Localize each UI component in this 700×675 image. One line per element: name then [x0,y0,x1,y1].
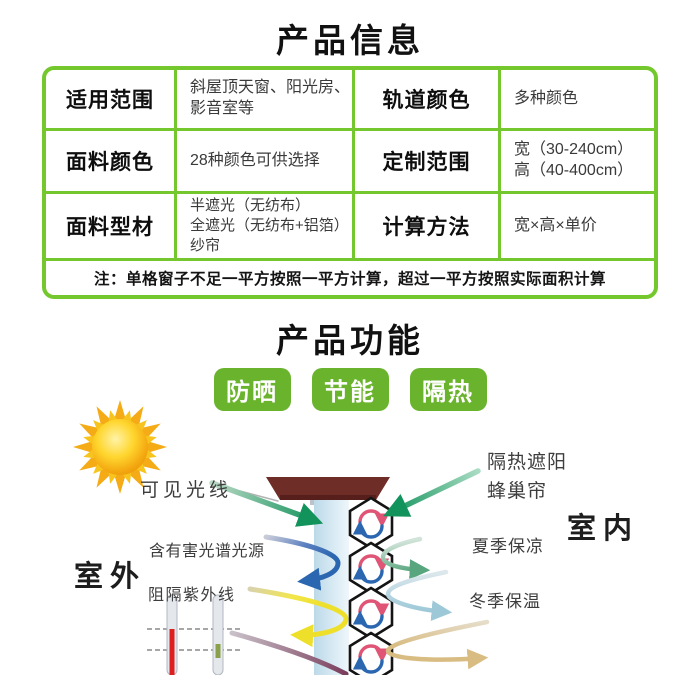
table-label-scope: 适用范围 [46,70,177,131]
table-value-scope: 斜屋顶天窗、阳光房、 影音室等 [177,70,355,131]
summer-cool-arrow-icon [380,536,431,580]
honeycomb-pointer-arrow-icon [383,468,481,517]
table-label-custom-range: 定制范围 [355,131,501,194]
honeycomb-cells-icon [348,496,394,675]
diagram-illustration [73,400,490,675]
product-functions-title: 产品功能 [276,322,424,359]
table-value-calc-method: 宽×高×单价 [501,194,654,261]
badge-energy-saving: 节能 [311,368,389,411]
uv-bounce-arrow-icon [247,586,349,648]
product-info-title: 产品信息 [276,22,424,59]
table-value-fabric-color: 28种颜色可供选择 [177,131,355,194]
sun-icon [73,400,167,494]
table-label-calc-method: 计算方法 [355,194,501,261]
product-info-table: 适用范围 斜屋顶天窗、阳光房、 影音室等 轨道颜色 多种颜色 面料颜色 28种颜… [42,66,658,299]
feature-badge-row: 防晒 节能 隔热 [0,368,700,411]
table-value-track-color: 多种颜色 [501,70,654,131]
table-label-fabric-color: 面料颜色 [46,131,177,194]
table-value-custom-range: 宽（30-240cm） 高（40-400cm） [501,131,654,194]
table-note: 注：单格窗子不足一平方按照一平方计算，超过一平方按照实际面积计算 [93,271,606,288]
function-diagram: 可见光线 含有害光谱光源 阻隔紫外线 室外 室内 隔热遮阳 蜂巢帘 夏季保凉 冬… [0,400,700,675]
badge-sun-protection: 防晒 [213,368,291,411]
label-block-uv: 阻隔紫外线 [148,587,236,604]
label-summer-cool: 夏季保凉 [472,537,544,556]
label-visible-light: 可见光线 [140,480,233,501]
cornice-pelmet [266,477,390,500]
label-winter-warm: 冬季保温 [469,592,541,611]
label-outdoor: 室外 [74,561,147,593]
uv-ray-arrow-icon [229,630,349,675]
label-honeycomb-curtain: 隔热遮阳 蜂巢帘 [487,452,568,502]
air-circulation-swirls [352,509,390,674]
window-glass [314,497,349,675]
table-label-fabric-type: 面料型材 [46,194,177,261]
table-value-fabric-type: 半遮光（无纺布） 全遮光（无纺布+铝箔） 纱帘 [177,194,355,261]
label-harmful-spectrum: 含有害光谱光源 [149,543,265,560]
harmful-spectrum-bounce-arrow-icon [263,534,341,591]
table-label-track-color: 轨道颜色 [355,70,501,131]
thermometer-comparison-icon [147,594,240,675]
label-indoor: 室内 [567,513,640,545]
visible-light-arrow-icon [209,480,324,527]
winter-warm-arrow-icon [385,569,453,622]
thermometer-indoor-icon [212,594,224,675]
badge-heat-insulation: 隔热 [409,368,487,411]
indoor-heat-arrow-icon [385,619,490,670]
